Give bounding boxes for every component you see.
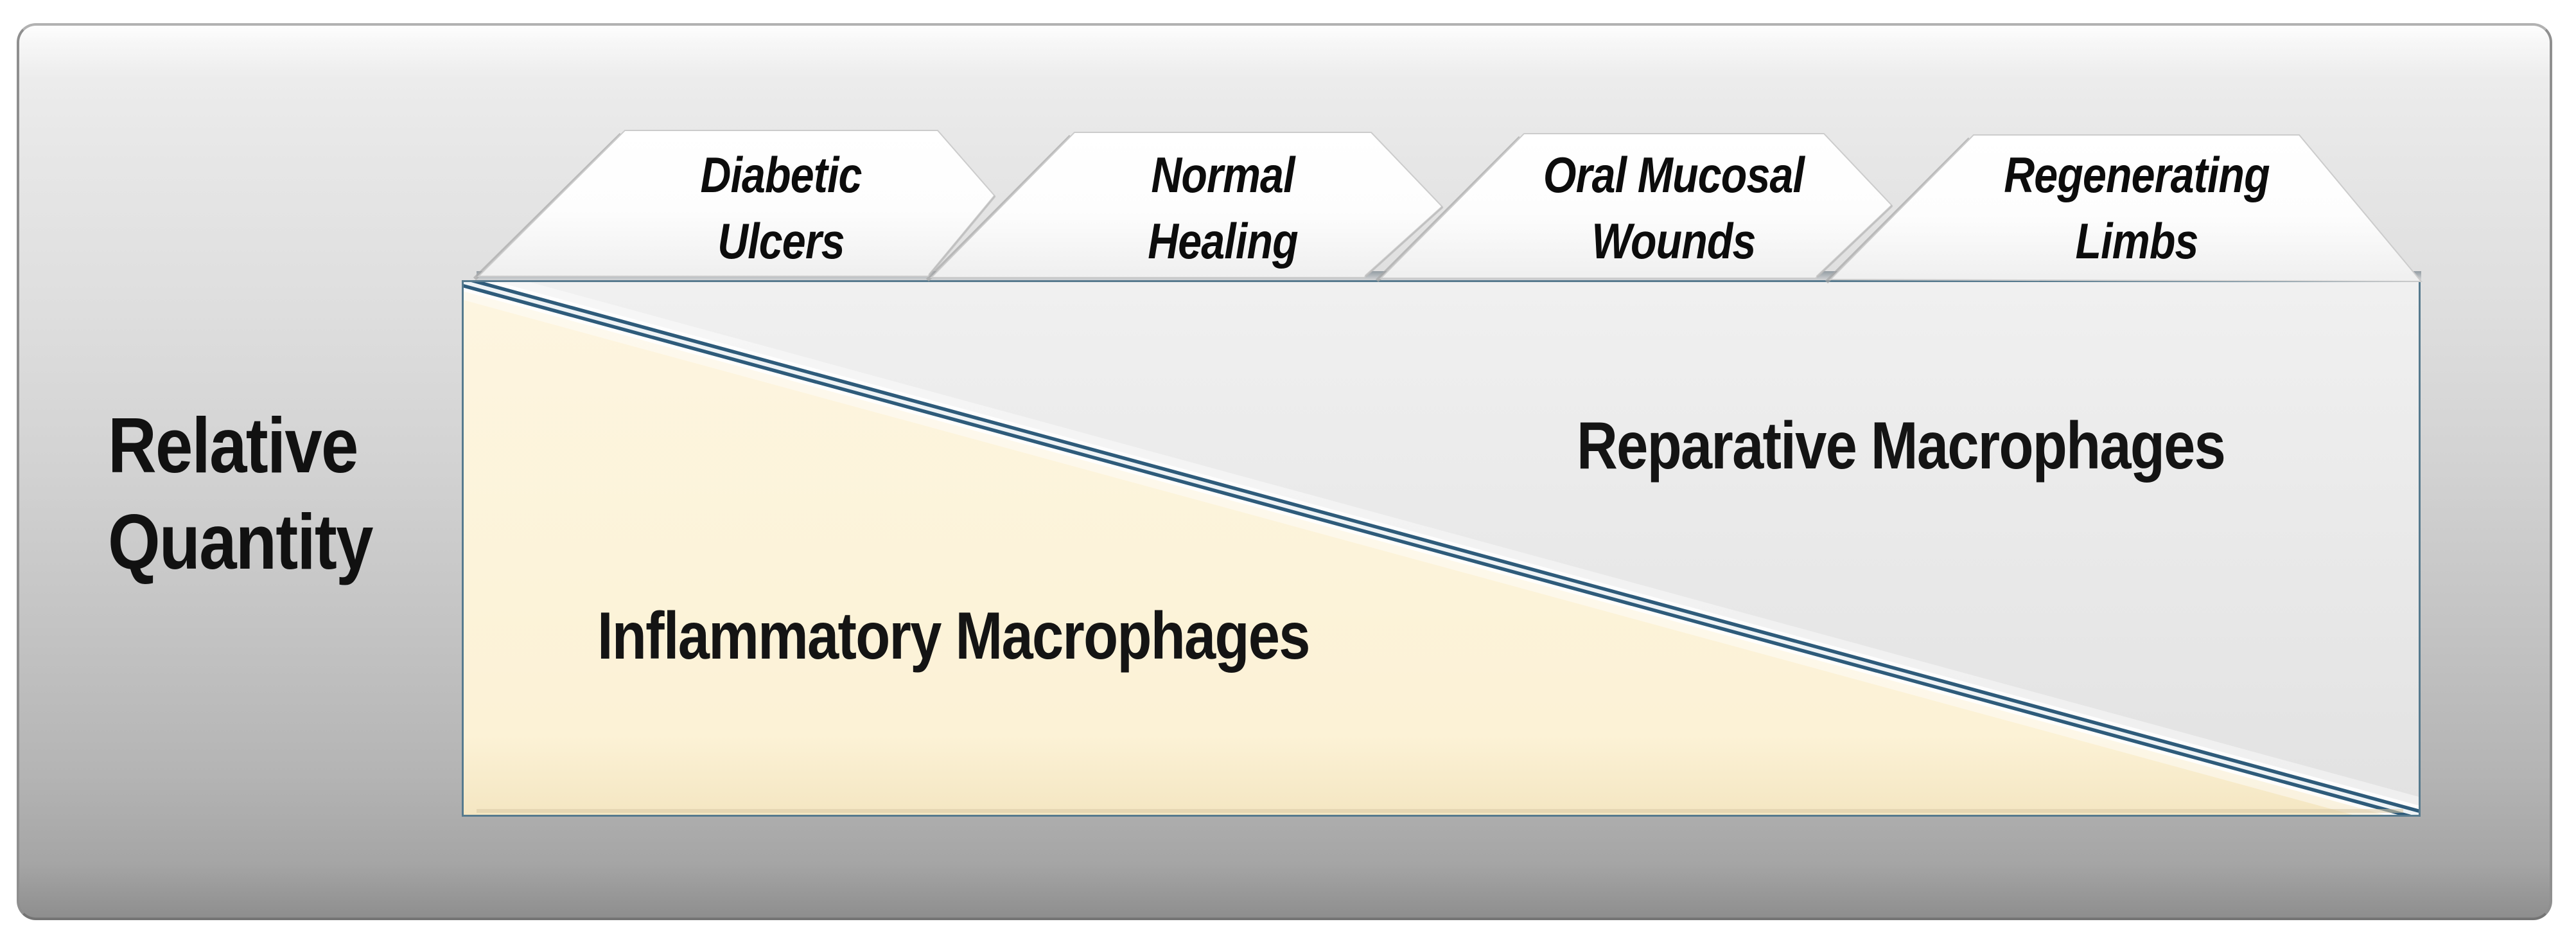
tab-normal-healing-notch-shadow — [1364, 206, 1444, 278]
y-axis-label-line: Quantity — [108, 498, 373, 585]
tab-shape-regenerating-limbs — [1828, 134, 2423, 283]
macrophage-quantity-plot — [464, 282, 2419, 815]
inflammatory-macrophages-label: Inflammatory Macrophages — [597, 599, 1310, 673]
tab-diabetic-ulcers-notch-shadow — [928, 195, 996, 276]
diagonal-divider-core — [464, 282, 2419, 815]
reparative-macrophages-label: Reparative Macrophages — [1577, 409, 2226, 483]
tab-shape-diabetic-ulcers — [477, 130, 996, 277]
y-axis-label-line: Relative — [108, 402, 358, 489]
tab-shape-oral-mucosal-wounds — [1379, 133, 1893, 279]
y-axis-label: Relative Quantity — [108, 397, 373, 590]
chart-box — [462, 280, 2421, 817]
tab-oral-mucosal-wounds-notch-shadow — [1816, 204, 1893, 278]
tab-shape-normal-healing — [929, 132, 1444, 278]
